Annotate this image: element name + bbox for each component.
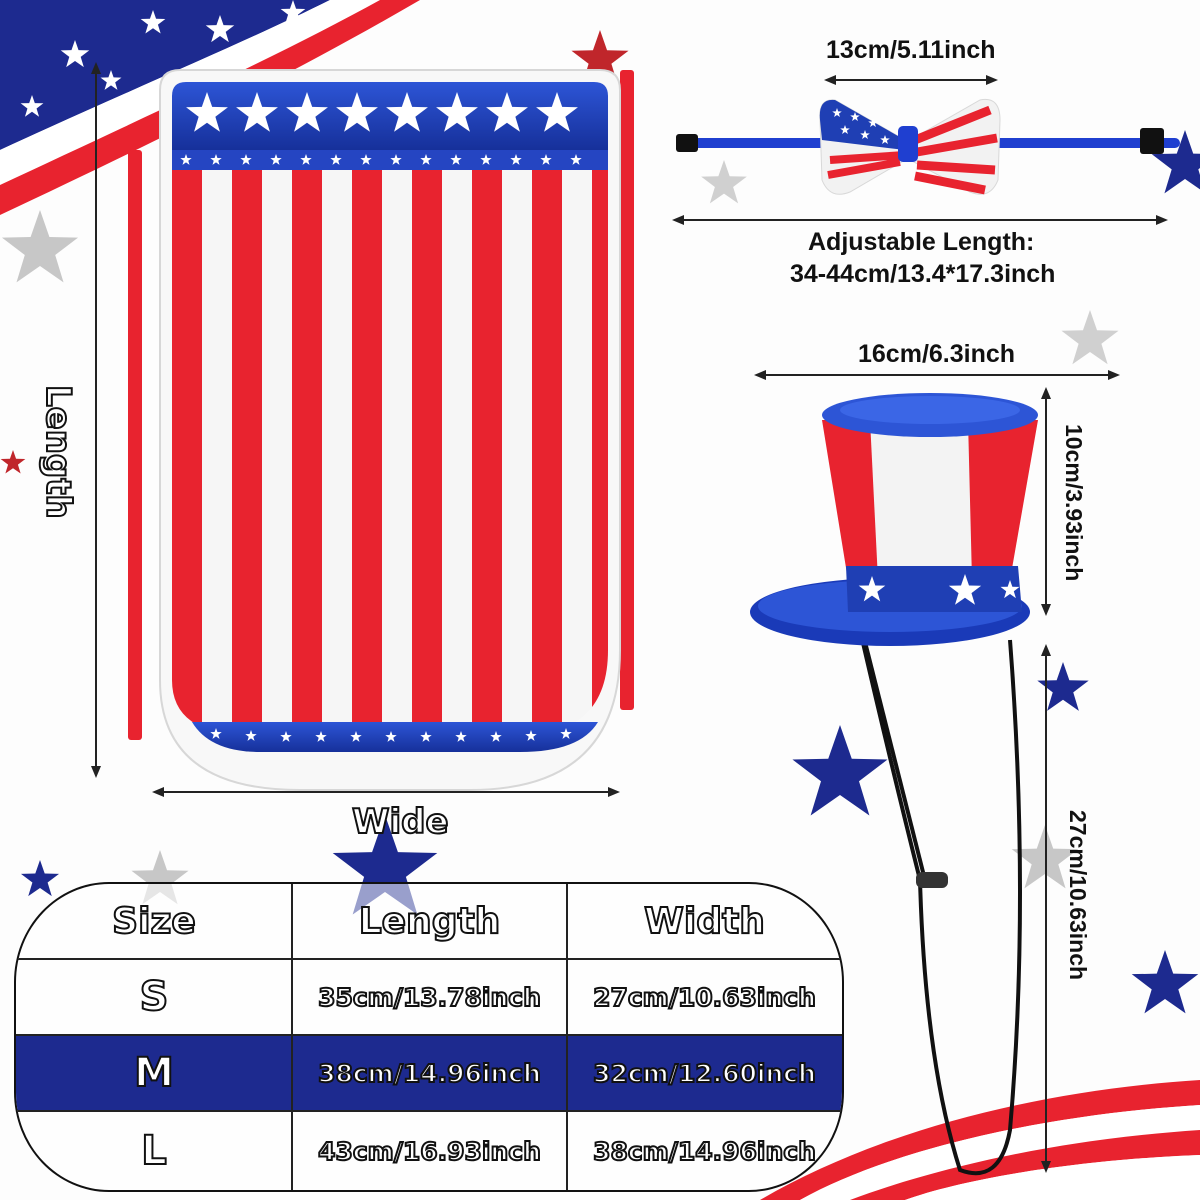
bow-dimension-arrows (672, 75, 1168, 225)
table-row-highlighted: M 38cm/14.96inch 32cm/12.60inch (16, 1036, 842, 1110)
hat-dimension-arrows (754, 370, 1120, 1173)
length-cell: 38cm/14.96inch (317, 1058, 542, 1089)
length-cell: 35cm/13.78inch (317, 982, 542, 1013)
cape-wide-label: Wide (351, 801, 450, 843)
cape-dimension-arrows (91, 62, 620, 797)
cape-length-label: Length (37, 384, 79, 520)
size-cell: S (139, 973, 170, 1021)
table-header-row: Size Length Width (16, 884, 842, 958)
size-cell: L (140, 1127, 167, 1175)
strap-length-label: 27cm/10.63inch (1065, 810, 1091, 981)
hat-width-label: 16cm/6.3inch (858, 340, 1016, 368)
bow-width-label: 13cm/5.11inch (826, 36, 996, 64)
header-width: Width (643, 900, 766, 943)
table-row: L 43cm/16.93inch 38cm/14.96inch (16, 1112, 842, 1190)
table-row: S 35cm/13.78inch 27cm/10.63inch (16, 960, 842, 1034)
width-cell: 38cm/14.96inch (592, 1136, 817, 1167)
top-hat (750, 393, 1038, 1176)
bow-tie (676, 98, 1180, 195)
background-flag-bottom (760, 1080, 1200, 1200)
table-divider (16, 1034, 842, 1036)
size-cell: M (133, 1049, 175, 1097)
width-cell: 27cm/10.63inch (592, 982, 817, 1013)
length-cell: 43cm/16.93inch (317, 1136, 542, 1167)
flag-cape (128, 69, 634, 791)
adjustable-length-title: Adjustable Length: (808, 228, 1035, 256)
table-divider (291, 884, 293, 1190)
width-cell: 32cm/12.60inch (592, 1058, 817, 1089)
table-divider (16, 958, 842, 960)
header-size: Size (111, 900, 197, 943)
adjustable-length-value: 34-44cm/13.4*17.3inch (790, 260, 1056, 288)
hat-height-label: 10cm/3.93inch (1061, 424, 1087, 582)
table-divider (566, 884, 568, 1190)
table-divider (16, 1110, 842, 1112)
header-length: Length (358, 900, 502, 943)
size-chart-table: Size Length Width S 35cm/13.78inch 27cm/… (14, 882, 844, 1192)
